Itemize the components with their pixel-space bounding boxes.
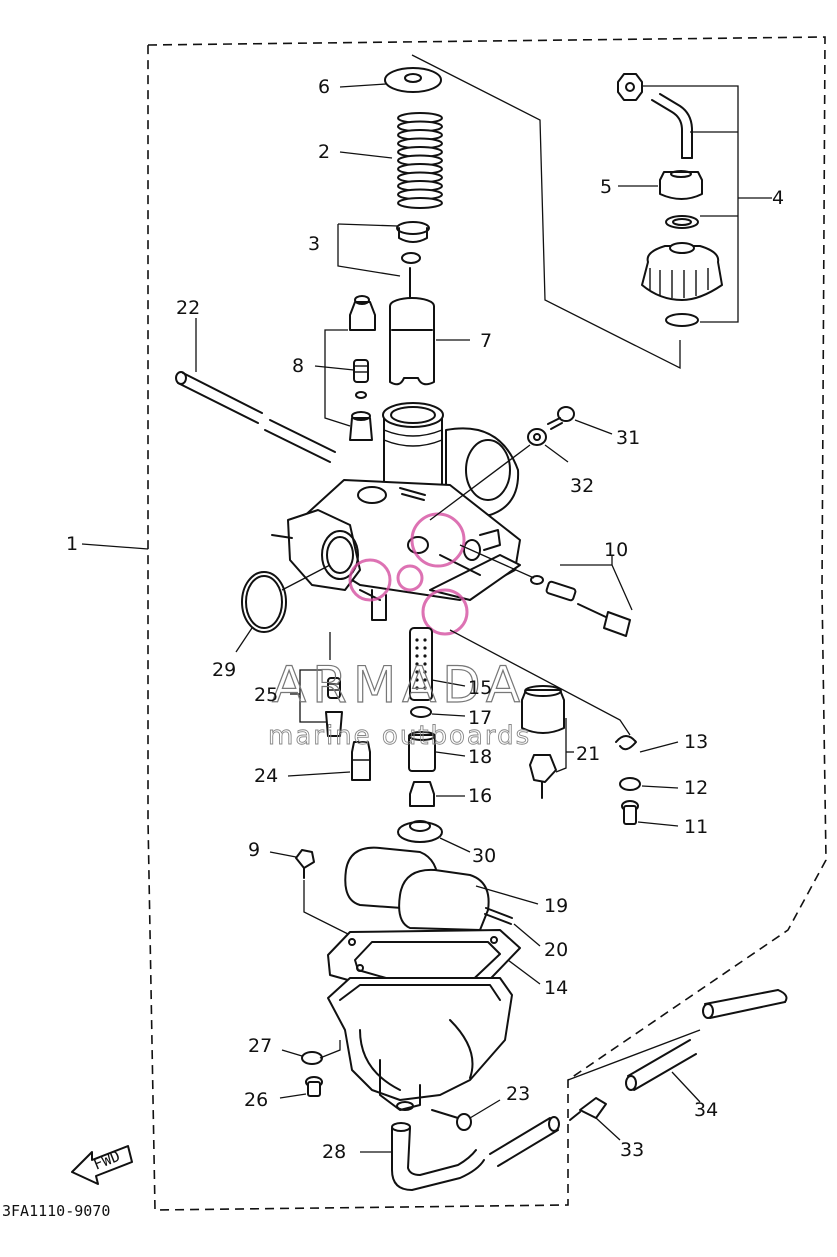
callout-8: 8 [292,355,304,377]
float-bowl [327,977,513,1111]
callout-labels: 1 2 3 4 5 6 7 8 9 10 11 12 13 14 15 16 1… [66,76,784,1163]
part-26-screw [305,1076,323,1097]
part-2-spring [397,112,443,209]
part-12-washer [619,777,641,791]
part-21-float-valve [521,685,565,799]
callout-24: 24 [254,765,278,787]
assembly-boundary [147,36,827,1211]
callout-1: 1 [66,533,78,555]
watermark-tagline: marine outboards [268,721,531,751]
callout-14: 14 [544,977,568,999]
part-17-oring [410,706,432,718]
part-33-fitting [569,1097,607,1121]
callout-9: 9 [248,839,260,861]
part-13-clip [615,735,637,751]
callout-16: 16 [468,785,492,807]
part-27-washer [301,1051,323,1065]
part-15-needle-jet [409,627,433,701]
callout-7: 7 [480,330,492,352]
part-29-oring [241,571,287,633]
callout-3: 3 [308,233,320,255]
callout-5: 5 [600,176,612,198]
part-11-screw [621,800,639,825]
callout-23: 23 [506,1083,530,1105]
callout-26: 26 [244,1089,268,1111]
part-20-pin [484,907,513,925]
drawing-code: 3FA1110-9070 [2,1202,110,1220]
part-16-main-jet [409,781,435,807]
part-32-washer [527,428,547,446]
part-23-drain-screw [431,1109,472,1131]
callout-34: 34 [694,1099,718,1121]
armada-logo-mark [348,512,469,636]
callout-11: 11 [684,816,708,838]
callout-20: 20 [544,939,568,961]
part-24-plunger [351,741,371,781]
part-4-cap-assembly [617,73,723,327]
callout-19: 19 [544,895,568,917]
part-28-drain-hose [391,1116,560,1191]
callout-12: 12 [684,777,708,799]
callout-4: 4 [772,187,784,209]
callout-29: 29 [212,659,236,681]
callout-33: 33 [620,1139,644,1161]
part-31-screw [547,406,575,430]
part-9-screw [295,849,315,879]
part-18-jet-holder [408,731,436,772]
watermark-brand: ARMADA [272,656,526,714]
part-7-throttle-valve [389,297,435,386]
part-3-needle-clip [396,221,430,301]
callout-21: 21 [576,743,600,765]
callout-13: 13 [684,731,708,753]
callout-30: 30 [472,845,496,867]
fwd-arrow: FWD [71,1145,133,1185]
callout-28: 28 [322,1141,346,1163]
part-5-cap-nut [659,170,703,200]
callout-32: 32 [570,475,594,497]
part-25-spring-set [325,677,343,737]
part-22-vent-hose [175,371,336,463]
part-6-washer [384,67,442,93]
callout-15: 15 [468,677,492,699]
part-10-throttle-stop [530,575,631,637]
carburetor-body [271,402,521,621]
callout-17: 17 [468,707,492,729]
callout-22: 22 [176,297,200,319]
callout-27: 27 [248,1035,272,1057]
callout-18: 18 [468,746,492,768]
callout-10: 10 [604,539,628,561]
callout-6: 6 [318,76,330,98]
callout-25: 25 [254,684,278,706]
callout-31: 31 [616,427,640,449]
part-30-baffle [397,820,443,843]
part-19-float [344,846,490,931]
part-8-pilot-screw [349,295,376,441]
part-34-fuel-hose [625,989,788,1091]
callout-2: 2 [318,141,330,163]
